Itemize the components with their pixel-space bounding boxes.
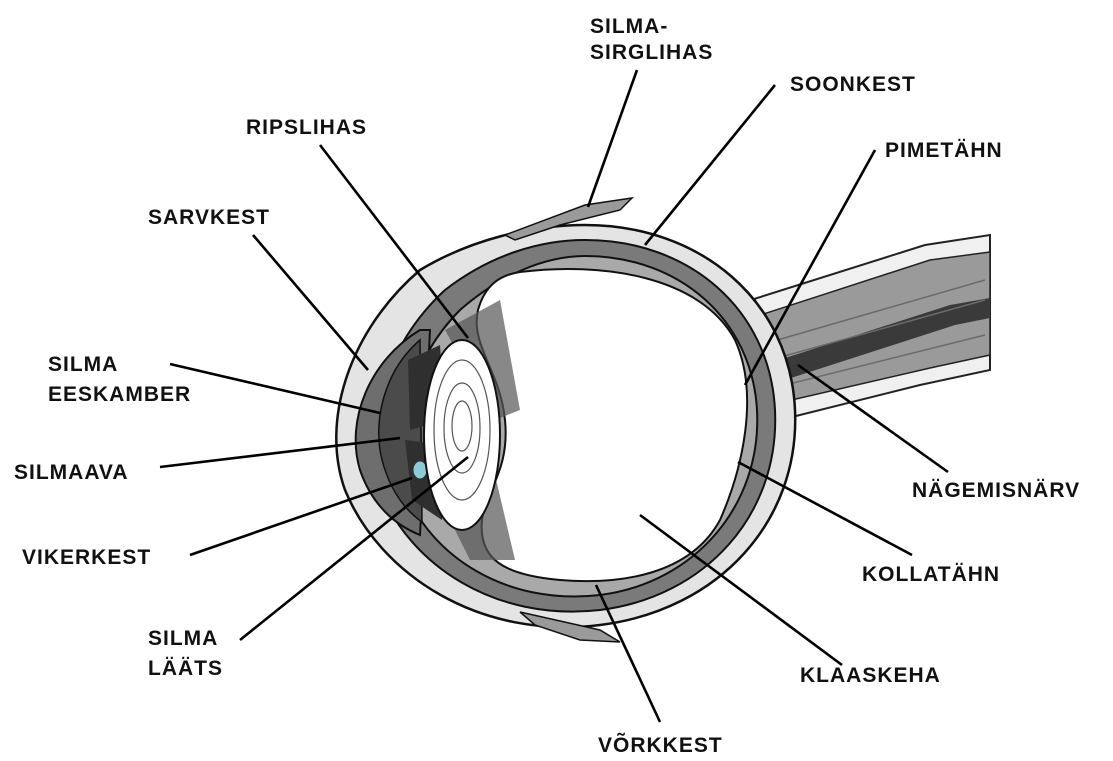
label-silma-sirglihas-line2: SIRGLIHAS: [590, 40, 713, 65]
leader-soonkest: [645, 85, 775, 245]
label-sarvkest: SARVKEST: [148, 205, 270, 230]
label-vikerkest: VIKERKEST: [22, 545, 151, 570]
label-kollatahn: KOLLATÄHN: [862, 562, 1000, 587]
vitreous-body: [477, 269, 747, 581]
label-silma-sirglihas-line1: SILMA-: [590, 14, 668, 39]
leader-silma-sirglihas: [588, 70, 637, 207]
label-ripslihas: RIPSLIHAS: [246, 115, 367, 140]
lens: [424, 340, 500, 530]
label-silma-laats-line1: SILMA: [148, 626, 218, 651]
label-pimetahn: PIMETÄHN: [885, 138, 1003, 163]
label-vorkkest: VÕRKKEST: [598, 733, 723, 758]
label-klaaskeha: KLAASKEHA: [800, 663, 941, 688]
label-soonkest: SOONKEST: [790, 72, 916, 97]
label-silma-laats-line2: LÄÄTS: [148, 656, 223, 681]
label-silma-eeskamber-line1: SILMA: [48, 352, 118, 377]
label-silma-eeskamber-line2: EESKAMBER: [48, 382, 191, 407]
label-silmaava: SILMAAVA: [14, 460, 129, 485]
label-nagemisnarv: NÄGEMISNÄRV: [912, 478, 1080, 503]
leader-sarvkest: [253, 235, 368, 370]
